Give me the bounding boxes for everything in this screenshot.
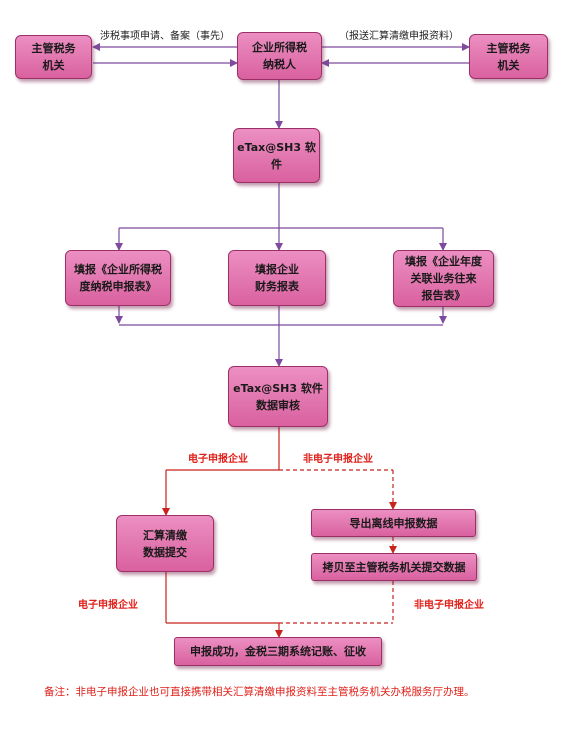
node-tax-authority-left: 主管税务 机关 [15,35,92,79]
label-non-electronic-upper: 非电子申报企业 [303,454,373,465]
node-fill-financial-statements: 填报企业 财务报表 [228,250,326,306]
label-submit-settlement: （报送汇算清缴申报资料） [339,31,459,42]
node-fill-income-tax-return: 填报《企业所得税 度纳税申报表》 [65,250,171,306]
node-copy-to-tax-authority: 拷贝至主管税务机关提交数据 [311,553,477,581]
node-settlement-data-submit: 汇算清缴 数据提交 [116,515,214,572]
label-electronic-lower: 电子申报企业 [78,600,138,611]
node-etax-software: eTax@SH3 软 件 [233,128,320,183]
node-etax-data-audit: eTax@SH3 软件 数据审核 [228,366,328,427]
footnote: 备注：非电子申报企业也可直接携带相关汇算清缴申报资料至主管税务机关办税服务厅办理… [44,686,475,698]
node-taxpayer: 企业所得税 纳税人 [237,32,322,80]
label-non-electronic-lower: 非电子申报企业 [414,600,484,611]
node-export-offline-data: 导出离线申报数据 [311,509,476,537]
label-application-filing: 涉税事项申请、备案（事先） [100,31,230,42]
node-tax-authority-right: 主管税务 机关 [469,34,548,79]
node-declaration-success: 申报成功，金税三期系统记账、征收 [174,637,382,666]
node-fill-related-party-report: 填报《企业年度 关联业务往来 报告表》 [393,250,494,307]
label-electronic-upper: 电子申报企业 [188,454,248,465]
